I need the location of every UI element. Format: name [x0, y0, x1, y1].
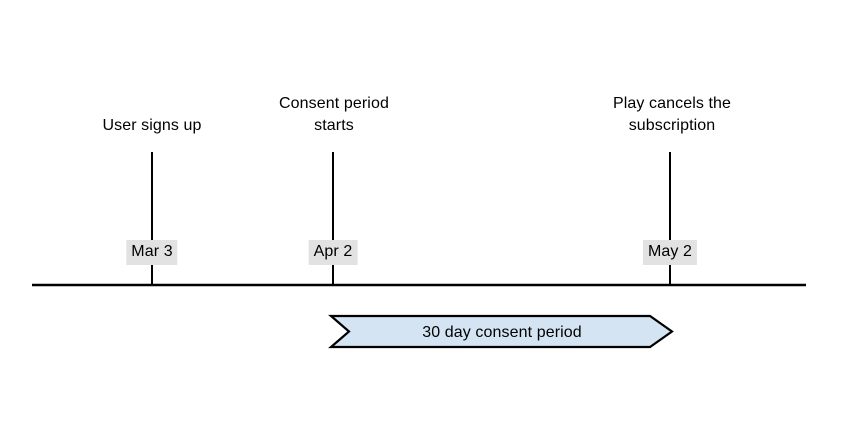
event-date-play-cancels-subscription: May 2 — [642, 240, 698, 265]
event-label-play-cancels-subscription: Play cancels the subscription — [612, 95, 732, 134]
event-date-user-signs-up: Mar 3 — [126, 240, 178, 265]
event-label-consent-period-starts: Consent period starts — [279, 95, 389, 134]
consent-period-banner-shape — [328, 314, 674, 349]
event-date-consent-period-starts: Apr 2 — [308, 240, 358, 265]
event-label-user-signs-up: User signs up — [102, 117, 202, 134]
consent-period-banner-label: 30 day consent period — [422, 324, 582, 341]
